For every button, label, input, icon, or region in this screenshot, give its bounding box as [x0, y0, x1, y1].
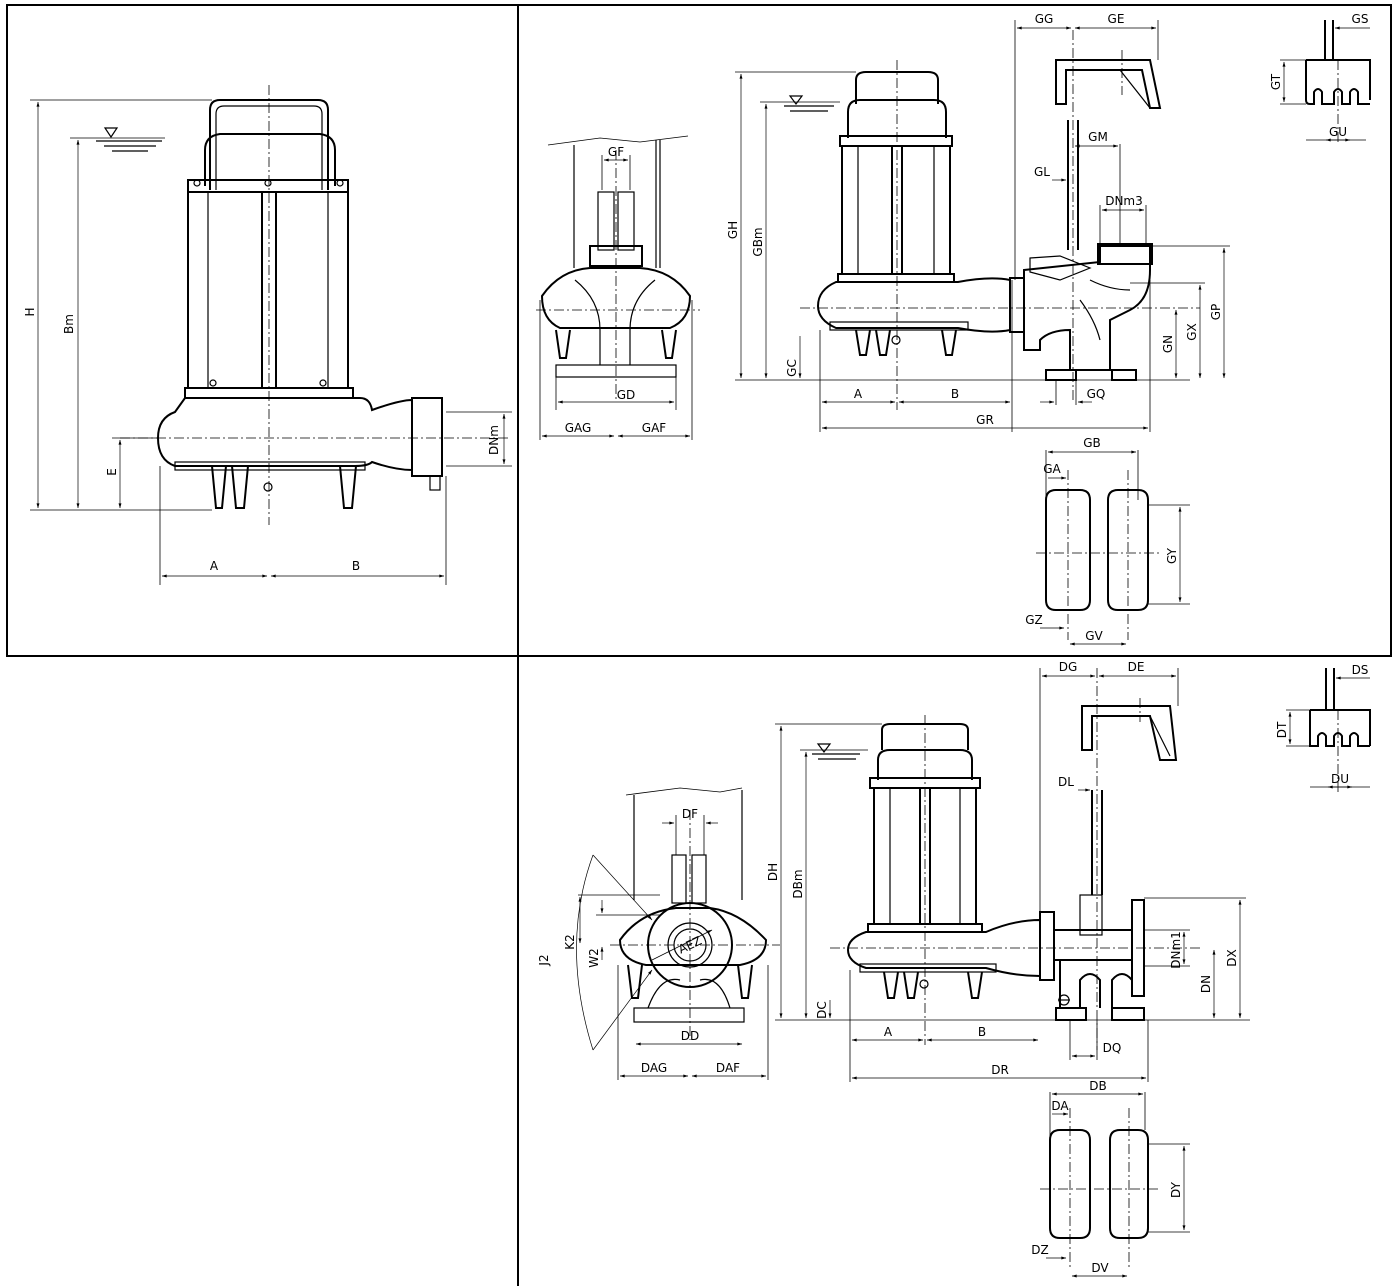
panel-pump-basic [30, 85, 512, 585]
label-DY: DY [1169, 1181, 1183, 1198]
label-DNm1: DNm1 [1169, 931, 1183, 969]
label-DB: DB [1089, 1079, 1106, 1093]
label-B-dry: B [978, 1025, 986, 1039]
label-J2: J2 [537, 954, 551, 966]
label-DV: DV [1091, 1261, 1109, 1275]
label-DA: DA [1051, 1099, 1069, 1113]
label-DBm: DBm [791, 869, 805, 898]
label-DL: DL [1058, 775, 1074, 789]
label-DR: DR [991, 1063, 1009, 1077]
label-GC: GC [785, 359, 799, 377]
label-GAF: GAF [642, 421, 667, 435]
panel-dry-installation [576, 668, 1371, 1278]
label-GQ: GQ [1087, 387, 1106, 401]
label-K2: K2 [563, 934, 577, 950]
label-GBm: GBm [751, 227, 765, 256]
label-DAG: DAG [641, 1061, 667, 1075]
label-DH: DH [766, 863, 780, 881]
label-A-guide: A [854, 387, 863, 401]
label-GU: GU [1329, 125, 1347, 139]
label-GT: GT [1269, 73, 1283, 90]
label-GV: GV [1085, 629, 1103, 643]
label-GA: GA [1043, 462, 1061, 476]
label-DX: DX [1225, 949, 1239, 966]
label-GL: GL [1034, 165, 1050, 179]
label-GAG: GAG [565, 421, 592, 435]
label-DT: DT [1275, 721, 1289, 738]
label-DNm3: DNm3 [1105, 194, 1143, 208]
label-E: E [105, 468, 119, 476]
label-GE: GE [1108, 12, 1125, 26]
label-GX: GX [1185, 323, 1199, 341]
label-DAF: DAF [716, 1061, 740, 1075]
panel-guide-rail [536, 20, 1371, 646]
label-DU: DU [1331, 772, 1349, 786]
label-GZ: GZ [1025, 613, 1043, 627]
label-GD: GD [617, 388, 636, 402]
label-DS: DS [1352, 663, 1369, 677]
label-GG: GG [1035, 12, 1054, 26]
label-GF: GF [608, 145, 624, 159]
label-DD: DD [681, 1029, 699, 1043]
sheet-grid [6, 4, 1392, 1286]
label-A-dry: A [884, 1025, 893, 1039]
label-GY: GY [1165, 547, 1179, 564]
label-H: H [23, 307, 37, 316]
label-DG: DG [1059, 660, 1078, 674]
label-GB: GB [1083, 436, 1101, 450]
label-GR: GR [976, 413, 994, 427]
label-GP: GP [1209, 304, 1223, 321]
label-GS: GS [1352, 12, 1369, 26]
label-DC: DC [815, 1001, 829, 1019]
label-DQ: DQ [1103, 1041, 1122, 1055]
label-W2: W2 [587, 948, 601, 968]
label-DE: DE [1128, 660, 1145, 674]
label-B-guide: B [951, 387, 959, 401]
label-AEZ: AEZ [676, 934, 704, 957]
label-B: B [352, 559, 360, 573]
label-GM: GM [1088, 130, 1108, 144]
label-DF: DF [682, 807, 698, 821]
label-GH: GH [726, 221, 740, 239]
label-DN: DN [1199, 975, 1213, 993]
label-DNm: DNm [487, 425, 501, 455]
label-Bm: Bm [62, 314, 76, 334]
label-DZ: DZ [1031, 1243, 1048, 1257]
label-GN: GN [1161, 335, 1175, 353]
label-A: A [210, 559, 219, 573]
